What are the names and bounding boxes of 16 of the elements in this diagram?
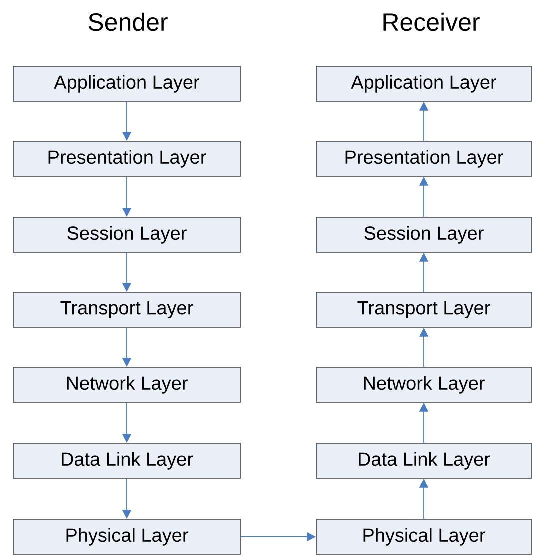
- layer-box: Transport Layer: [13, 292, 241, 328]
- layer-box: Transport Layer: [316, 292, 532, 328]
- layer-box: Network Layer: [13, 367, 241, 403]
- layer-box: Data Link Layer: [316, 443, 532, 479]
- column-heading: Receiver: [384, 12, 480, 32]
- layer-box: Data Link Layer: [13, 443, 241, 479]
- layer-box: Application Layer: [316, 66, 532, 102]
- layer-box: Presentation Layer: [13, 141, 241, 177]
- layer-box: Application Layer: [13, 66, 241, 102]
- layer-box: Session Layer: [316, 217, 532, 253]
- layer-box: Session Layer: [13, 217, 241, 253]
- layer-box: Presentation Layer: [316, 141, 532, 177]
- layer-box: Network Layer: [316, 367, 532, 403]
- column-heading: Sender: [88, 12, 168, 32]
- layer-box: Physical Layer: [13, 519, 241, 555]
- layer-box: Physical Layer: [316, 519, 532, 555]
